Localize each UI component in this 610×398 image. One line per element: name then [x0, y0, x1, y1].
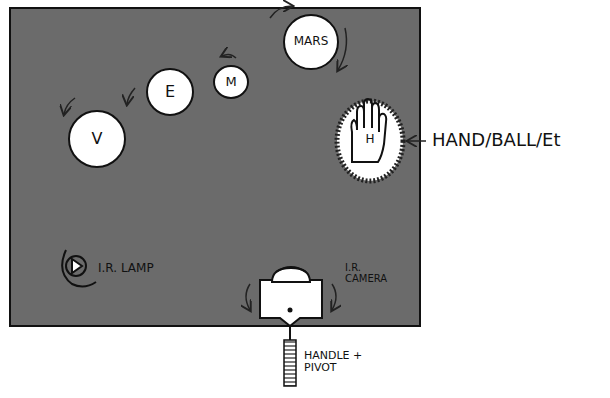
node-text: H [365, 133, 374, 146]
ir-camera-symbol [246, 267, 336, 326]
orbit-arrows [64, 6, 346, 114]
handle-label: HANDLE + PIVOT [304, 350, 374, 374]
leader-arrow [408, 140, 426, 142]
hand-drawing [351, 99, 386, 162]
node-text: V [92, 130, 103, 148]
planet-circle: MARS [283, 14, 339, 70]
node-text: E [165, 83, 175, 101]
node-text: M [225, 75, 236, 89]
planet-circle: E [146, 68, 194, 116]
lamp-label: I.R. LAMP [98, 262, 158, 275]
hand-ring [337, 101, 403, 181]
play-area [10, 8, 420, 326]
planet-circle: M [213, 65, 249, 99]
planet-circle: V [68, 110, 126, 168]
handle-symbol [284, 326, 296, 386]
callout-label: HAND/BALL/Et [432, 130, 607, 150]
hand-target: H [357, 127, 383, 153]
node-text: MARS [294, 35, 329, 48]
ir-lamp-symbol [62, 250, 96, 287]
camera-label: I.R. CAMERA [345, 262, 405, 284]
